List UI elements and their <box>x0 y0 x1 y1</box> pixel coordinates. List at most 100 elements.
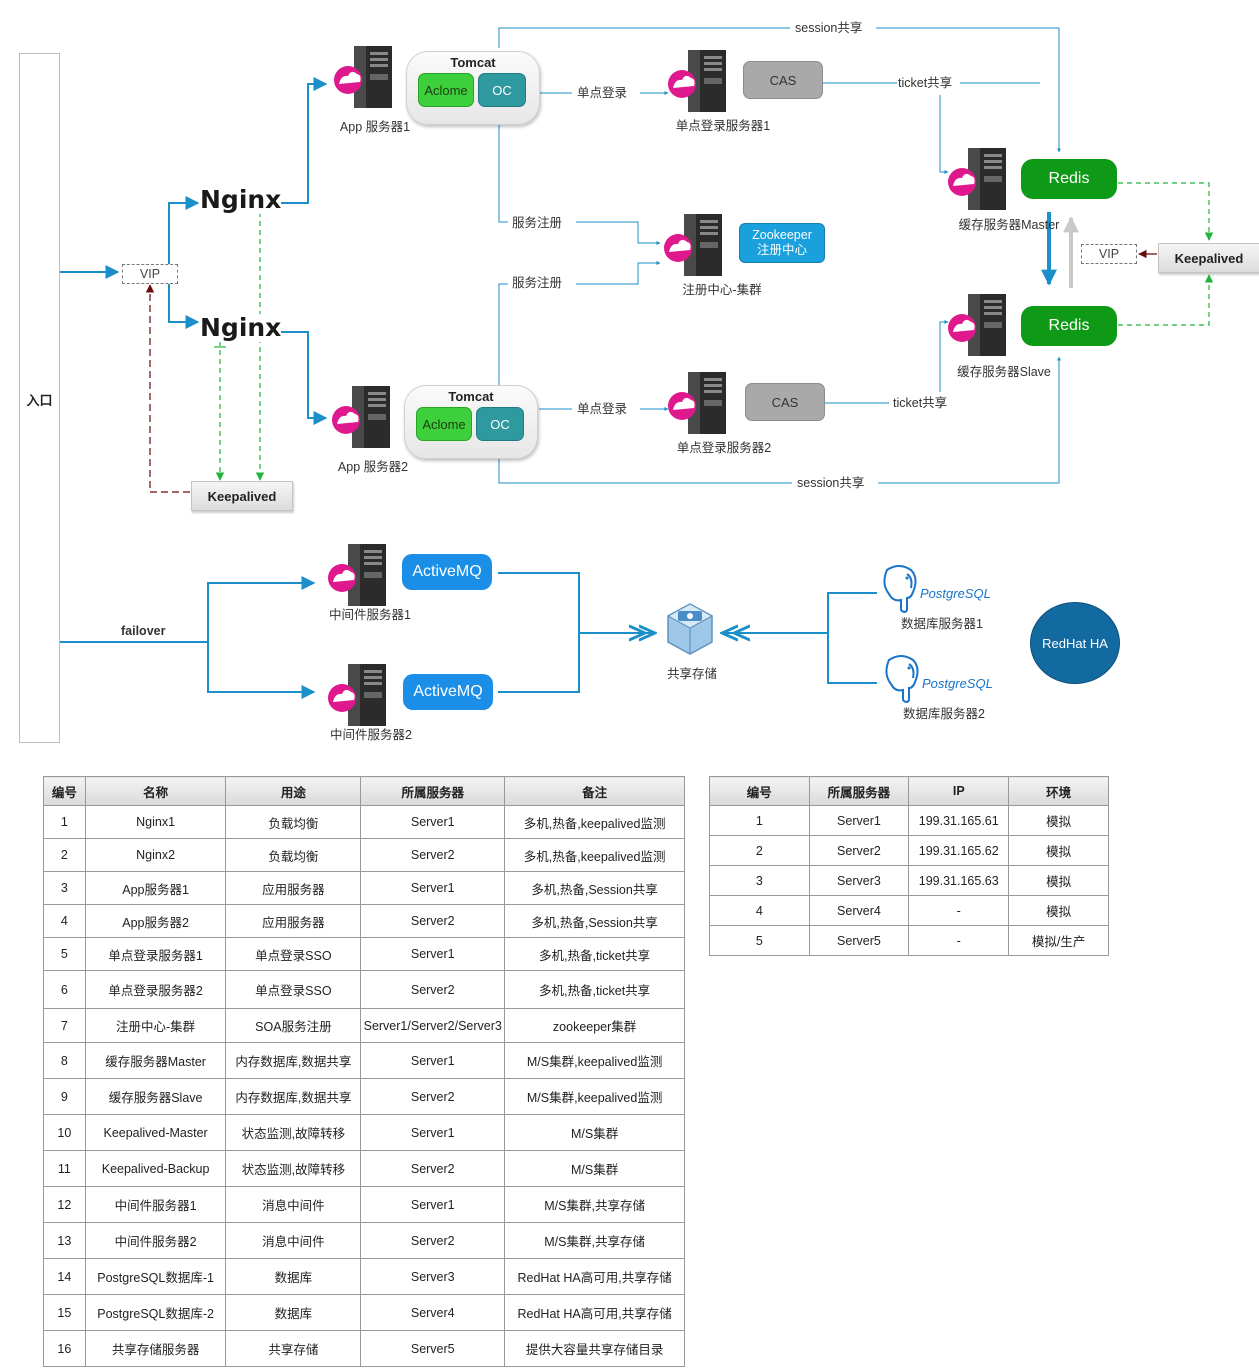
postgresql-1-logo: PostgreSQL <box>920 586 991 601</box>
table-cell: 注册中心-集群 <box>84 1008 227 1043</box>
table-cell: Server1 <box>360 871 506 905</box>
app-2-caption: App 服务器2 <box>337 460 409 474</box>
table-cell: 10 <box>43 1114 86 1151</box>
table-header-cell: 编号 <box>43 776 86 806</box>
server-icon <box>332 44 398 115</box>
table-cell: 199.31.165.63 <box>908 865 1010 896</box>
tomcat-2: Tomcat Aclome OC <box>404 385 538 459</box>
table-cell: 模拟 <box>1008 865 1109 896</box>
tomcat-1-title: Tomcat <box>450 55 496 70</box>
table-cell: 14 <box>43 1258 86 1295</box>
table-header-cell: 备注 <box>504 776 685 806</box>
table-cell: Keepalived-Backup <box>84 1150 227 1187</box>
table-cell: 4 <box>709 895 810 926</box>
table-cell: 单点登录SSO <box>225 937 362 971</box>
table-cell: 3 <box>43 871 86 905</box>
oc-1-box: OC <box>478 73 526 107</box>
table-cell: RedHat HA高可用,共享存储 <box>504 1294 685 1331</box>
table-cell: Server5 <box>360 1330 506 1367</box>
table-cell: 8 <box>43 1042 86 1079</box>
session-share-top-label: session共享 <box>795 21 863 35</box>
nginx-2-logo: Nginx <box>200 313 282 342</box>
table-cell: 应用服务器 <box>225 904 362 938</box>
table-cell: M/S集群 <box>504 1114 685 1151</box>
table-cell: 模拟 <box>1008 835 1109 866</box>
sso-2-caption: 单点登录服务器2 <box>676 441 772 455</box>
table-cell: 缓存服务器Master <box>84 1042 227 1079</box>
table-cell: 多机,热备,ticket共享 <box>504 970 685 1009</box>
table-header-cell: 用途 <box>225 776 362 806</box>
tomcat-1: Tomcat Aclome OC <box>406 51 540 125</box>
table-cell: Server1 <box>808 805 910 836</box>
server-icon <box>666 370 732 441</box>
table-cell: 7 <box>43 1008 86 1043</box>
table-cell: 199.31.165.61 <box>908 805 1010 836</box>
zookeeper-line-2: 注册中心 <box>756 243 807 257</box>
ticket-share-top-label: ticket共享 <box>898 76 953 90</box>
table-cell: 负载均衡 <box>225 805 362 839</box>
table-cell: 数据库 <box>225 1294 362 1331</box>
zookeeper-line-1: Zookeeper <box>752 228 812 242</box>
table-cell: M/S集群,共享存储 <box>504 1222 685 1259</box>
app-1-caption: App 服务器1 <box>339 120 411 134</box>
table-cell: SOA服务注册 <box>225 1008 362 1043</box>
table-cell: 缓存服务器Slave <box>84 1078 227 1115</box>
table-cell: 5 <box>43 937 86 971</box>
table-cell: App服务器1 <box>84 871 227 905</box>
storage-caption: 共享存储 <box>666 667 717 681</box>
connector-layer <box>59 27 1214 699</box>
server-icon <box>330 384 396 455</box>
table-cell: 1 <box>709 805 810 836</box>
redhat-ha-circle: RedHat HA <box>1030 602 1120 684</box>
table-cell: 消息中间件 <box>225 1222 362 1259</box>
table-cell: Server3 <box>360 1258 506 1295</box>
server-icon <box>662 212 728 283</box>
cache-master-caption: 缓存服务器Master <box>958 218 1060 232</box>
table-cell: 2 <box>43 838 86 872</box>
redis-master-box: Redis <box>1021 159 1117 199</box>
postgresql-elephant-icon <box>877 564 921 619</box>
table-cell: 单点登录SSO <box>225 970 362 1009</box>
server-icon <box>946 292 1012 363</box>
table-cell: M/S集群,keepalived监测 <box>504 1078 685 1115</box>
table-cell: App服务器2 <box>84 904 227 938</box>
nginx-1-logo: Nginx <box>200 185 282 214</box>
session-share-bottom-label: session共享 <box>797 476 865 490</box>
table-cell: 模拟 <box>1008 895 1109 926</box>
cache-slave-caption: 缓存服务器Slave <box>957 365 1051 379</box>
table-cell: Server2 <box>808 835 910 866</box>
table-cell: 1 <box>43 805 86 839</box>
table-cell: M/S集群,共享存储 <box>504 1186 685 1223</box>
table-cell: 15 <box>43 1294 86 1331</box>
table-header-cell: 环境 <box>1008 776 1109 806</box>
table-cell: - <box>908 925 1010 956</box>
table-cell: 多机,热备,Session共享 <box>504 904 685 938</box>
table-cell: 11 <box>43 1150 86 1187</box>
table-cell: 单点登录服务器2 <box>84 970 227 1009</box>
table-cell: 16 <box>43 1330 86 1367</box>
cas-2-box: CAS <box>745 383 825 421</box>
table-header-cell: 编号 <box>709 776 810 806</box>
table-cell: Server2 <box>360 1222 506 1259</box>
table-cell: 中间件服务器2 <box>84 1222 227 1259</box>
table-cell: 9 <box>43 1078 86 1115</box>
vip-right: VIP <box>1081 244 1137 264</box>
table-cell: 负载均衡 <box>225 838 362 872</box>
server-icon <box>326 662 392 733</box>
keepalived-right: Keepalived <box>1158 243 1259 273</box>
table-cell: Nginx2 <box>84 838 227 872</box>
service-register-bottom-label: 服务注册 <box>512 276 563 290</box>
table-cell: Server2 <box>360 1078 506 1115</box>
